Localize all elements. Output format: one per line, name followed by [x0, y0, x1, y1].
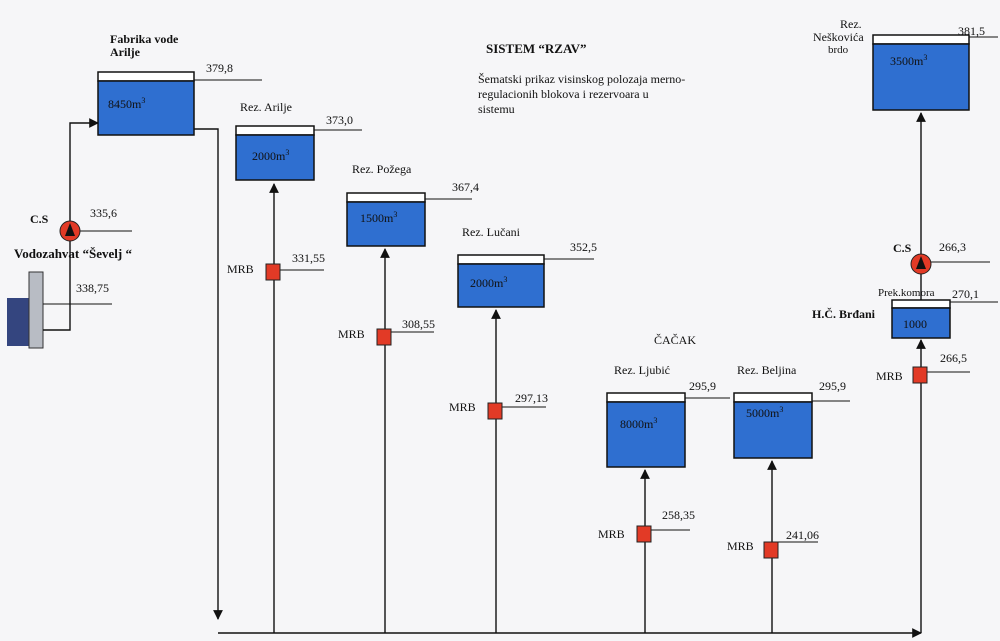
mrb-5-label: MRB [727, 539, 754, 553]
rez-arilje-tank-top [235, 125, 315, 136]
intake-elevation: 338,75 [76, 281, 109, 295]
rez-lucani-elevation: 352,5 [570, 240, 597, 254]
mrb-1-label: MRB [227, 262, 254, 276]
mrb-3-label: MRB [449, 400, 476, 414]
pump-station-2-elevation: 266,3 [939, 240, 966, 254]
city-label: ČAČAK [654, 333, 697, 347]
pump-station-1-elevation: 335,6 [90, 206, 117, 220]
pump-station-2-label: C.S [893, 241, 912, 255]
intake-block-light [28, 271, 44, 349]
plant-name-line1: Fabrika vode [110, 32, 179, 46]
rez-pozega-elevation: 367,4 [452, 180, 479, 194]
neskovica-tank [872, 43, 970, 111]
rez-lucani-tank [457, 263, 545, 308]
plant-tank [97, 80, 195, 136]
mrb-2-elevation: 308,55 [402, 317, 435, 331]
rez-pozega-tank-top [346, 192, 426, 203]
neskovica-volume: 3500m3 [890, 53, 928, 68]
rez-arilje-elevation: 373,0 [326, 113, 353, 127]
plant-elevation: 379,8 [206, 61, 233, 75]
neskovica-name-line3: brdo [828, 44, 849, 56]
rez-ljubic-tank [606, 401, 686, 468]
plant-tank-top [97, 71, 195, 82]
mrb-1-elevation: 331,55 [292, 251, 325, 265]
pump-station-1-arrow [65, 223, 75, 236]
mrb-4-label: MRB [598, 527, 625, 541]
rez-ljubic-elevation: 295,9 [689, 379, 716, 393]
rez-beljina-name: Rez. Beljina [737, 363, 797, 377]
pump-station-1-label: C.S [30, 212, 49, 226]
brdjani-chamber-top [891, 299, 951, 309]
brdjani-chamber-label: Prek.komora [878, 287, 935, 299]
neskovica-tank-top [872, 34, 970, 45]
rez-arilje-volume: 2000m3 [252, 148, 290, 163]
trunk-main-pipe [194, 128, 223, 620]
rez-ljubic-volume: 8000m3 [620, 416, 658, 431]
mrb-3-block [487, 402, 503, 420]
intake-block-dark [7, 298, 29, 346]
rez-pozega-volume: 1500m3 [360, 210, 398, 225]
brdjani-name: H.Č. Brđani [812, 307, 876, 321]
rez-beljina-tank-top [733, 392, 813, 403]
diagram-title: SISTEM “RZAV” [486, 41, 587, 56]
brdjani-elevation: 270,1 [952, 287, 979, 301]
intake-name: Vodozahvat “Ševelj “ [14, 246, 132, 261]
rez-beljina-volume: 5000m3 [746, 405, 784, 420]
plant-volume: 8450m3 [108, 96, 146, 111]
rez-beljina-tank [733, 401, 813, 459]
rez-arilje-name: Rez. Arilje [240, 100, 292, 114]
neskovica-name-line1: Rez. [840, 17, 862, 31]
neskovica-elevation: 381,5 [958, 24, 985, 38]
mrb-2-label: MRB [338, 327, 365, 341]
rez-beljina-elevation: 295,9 [819, 379, 846, 393]
mrb-3-elevation: 297,13 [515, 391, 548, 405]
mrb-6-elevation: 266,5 [940, 351, 967, 365]
rez-lucani-name: Rez. Lučani [462, 225, 520, 239]
brdjani-volume: 1000 [903, 317, 927, 331]
pump-station-2-arrow [916, 256, 926, 269]
diagram-description: Šematski prikaz visinskog polozaja merno… [478, 72, 686, 116]
rez-arilje-tank [235, 134, 315, 181]
rez-pozega-tank [346, 201, 426, 247]
rez-lucani-tank-top [457, 254, 545, 265]
mrb-1-block [265, 263, 281, 281]
rez-lucani-volume: 2000m3 [470, 275, 508, 290]
brdjani-chamber [891, 307, 951, 339]
mrb-2-block [376, 328, 392, 346]
mrb-6-label: MRB [876, 369, 903, 383]
mrb-5-block [763, 541, 779, 559]
mrb-4-block [636, 525, 652, 543]
rez-ljubic-name: Rez. Ljubić [614, 363, 670, 377]
mrb-4-elevation: 258,35 [662, 508, 695, 522]
rez-pozega-name: Rez. Požega [352, 162, 412, 176]
rez-ljubic-tank-top [606, 392, 686, 403]
mrb-6-block [912, 366, 928, 384]
mrb-5-elevation: 241,06 [786, 528, 819, 542]
plant-name-line2: Arilje [110, 45, 140, 59]
neskovica-name-line2: Neškovića [813, 30, 864, 44]
